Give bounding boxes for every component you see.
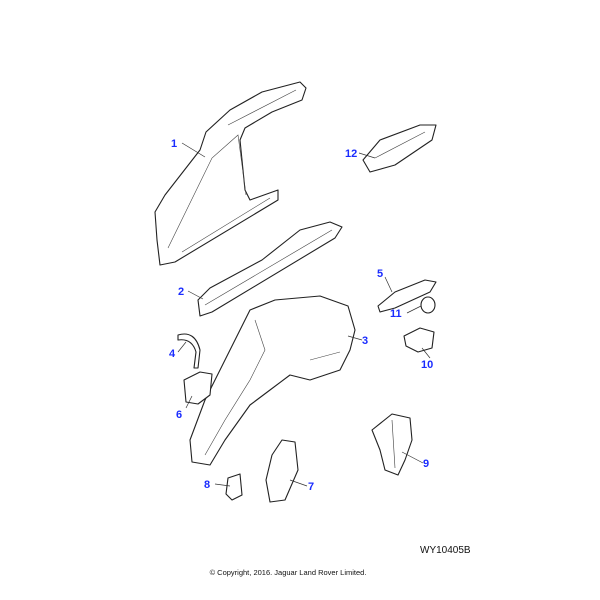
part-8-bracket — [225, 473, 243, 501]
part-12-bracket — [362, 124, 437, 173]
part-2-sill-panel — [197, 221, 343, 317]
callout-2: 2 — [178, 286, 184, 298]
callout-6: 6 — [176, 409, 182, 421]
callout-12: 12 — [345, 148, 357, 160]
callout-11: 11 — [390, 308, 402, 320]
part-7-bracket — [265, 439, 299, 503]
callout-7: 7 — [308, 481, 314, 493]
callout-8: 8 — [204, 479, 210, 491]
callout-9: 9 — [423, 458, 429, 470]
part-4-wheel-arch-trim — [177, 333, 201, 369]
part-9-wheelhouse — [371, 413, 413, 476]
part-5-trim-strip — [377, 279, 437, 313]
part-3-quarter-panel — [189, 295, 356, 466]
callout-3: 3 — [362, 335, 368, 347]
diagram-reference-code: WY10405B — [420, 545, 471, 556]
callout-1: 1 — [171, 138, 177, 150]
part-11-fuel-filler-flap — [420, 296, 436, 314]
callout-5: 5 — [377, 268, 383, 280]
part-10-bracket — [403, 327, 435, 353]
callout-10: 10 — [421, 359, 433, 371]
part-6-reinforcement — [183, 371, 213, 405]
part-1-body-side-frame — [154, 81, 307, 266]
callout-4: 4 — [169, 348, 176, 360]
copyright-notice: © Copyright, 2016. Jaguar Land Rover Lim… — [209, 568, 367, 577]
leader-lines — [177, 142, 431, 487]
